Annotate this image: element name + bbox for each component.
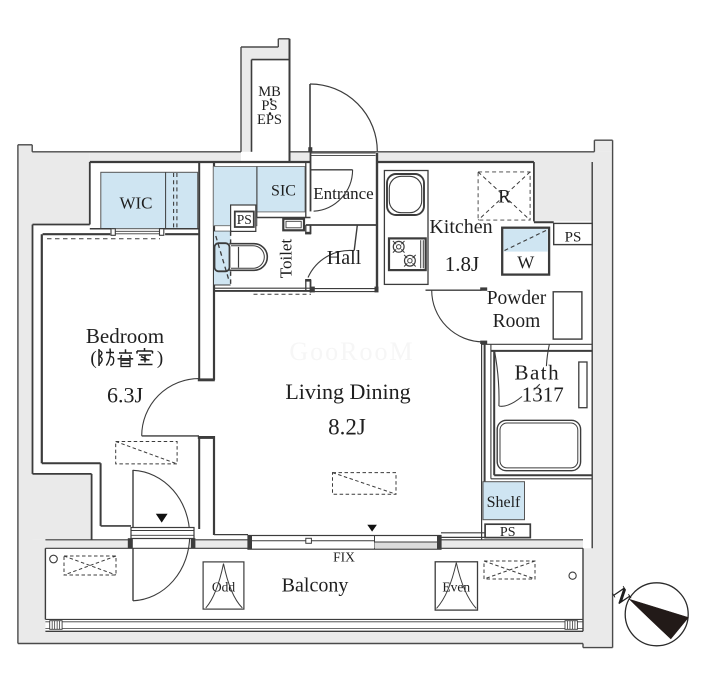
svg-text:Room: Room (493, 311, 541, 332)
svg-text:PS: PS (500, 525, 516, 540)
svg-text:R: R (498, 187, 511, 208)
svg-text:Powder: Powder (487, 288, 547, 309)
svg-text:Bath: Bath (514, 361, 560, 385)
svg-text:Balcony: Balcony (282, 575, 349, 597)
svg-text:Shelf: Shelf (487, 494, 521, 511)
svg-text:WIC: WIC (119, 194, 152, 213)
svg-text:MB: MB (258, 84, 281, 100)
svg-text:1.8J: 1.8J (445, 252, 479, 276)
svg-text:Hall: Hall (327, 247, 362, 269)
svg-text:GooRooM: GooRooM (289, 337, 414, 366)
svg-text:(: ( (90, 348, 96, 369)
svg-text:8.2J: 8.2J (328, 415, 366, 440)
svg-text:EPS: EPS (257, 112, 282, 128)
svg-text:SIC: SIC (271, 183, 296, 200)
svg-text:PS: PS (565, 230, 582, 246)
svg-text:Odd: Odd (212, 580, 235, 595)
svg-text:W: W (517, 253, 534, 273)
svg-text:1317: 1317 (522, 383, 564, 407)
svg-text:Kitchen: Kitchen (429, 216, 492, 238)
svg-text:6.3J: 6.3J (107, 383, 144, 408)
svg-text:FIX: FIX (333, 550, 355, 565)
svg-text:PS: PS (237, 212, 252, 227)
svg-text:): ) (157, 348, 163, 369)
svg-text:Bedroom: Bedroom (86, 324, 164, 348)
svg-text:Even: Even (442, 580, 470, 595)
svg-text:Living Dining: Living Dining (285, 379, 410, 404)
svg-text:Entrance: Entrance (313, 184, 373, 203)
svg-text:Toilet: Toilet (277, 239, 296, 279)
svg-text:PS: PS (261, 98, 277, 114)
